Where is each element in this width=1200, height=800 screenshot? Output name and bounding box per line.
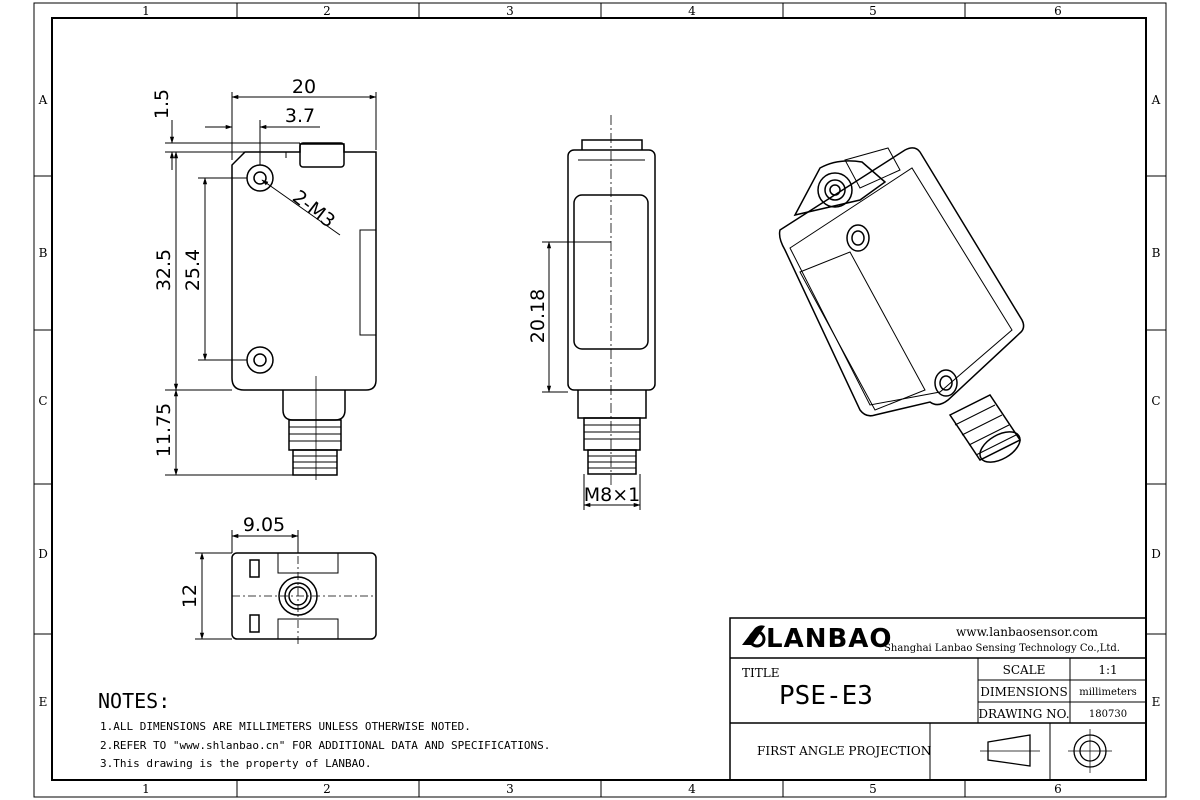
grid-col-top-5: 5 xyxy=(869,4,877,18)
sheet-frame xyxy=(33,2,1167,798)
grid-row-left-d: D xyxy=(38,547,48,561)
dim-thread-hole: 2-M3 xyxy=(288,186,339,233)
isometric-view xyxy=(778,147,1025,463)
drawing-number-label: DRAWING NO. xyxy=(978,707,1069,721)
grid-col-top-3: 3 xyxy=(506,4,514,18)
dim-connector-length: 11.75 xyxy=(153,403,175,457)
dim-window-height: 20.18 xyxy=(527,289,549,343)
dimensions-value: millimeters xyxy=(1079,687,1137,698)
dim-height-32-5: 32.5 xyxy=(153,249,175,291)
grid-col-bottom-4: 4 xyxy=(688,782,696,796)
grid-col-bottom-5: 5 xyxy=(869,782,877,796)
grid-col-bottom-3: 3 xyxy=(506,782,514,796)
side-view-dimensions xyxy=(542,241,641,510)
dim-hole-pitch: 25.4 xyxy=(182,249,204,291)
note-3: 3.This drawing is the property of LANBAO… xyxy=(100,757,372,770)
drawing-number-value: 180730 xyxy=(1089,709,1127,720)
note-2: 2.REFER TO "www.shlanbao.cn" FOR ADDITIO… xyxy=(100,739,550,752)
company-logo-text: LANBAO xyxy=(766,624,893,654)
company-name: Shanghai Lanbao Sensing Technology Co.,L… xyxy=(884,643,1120,654)
grid-col-top-1: 1 xyxy=(142,4,150,18)
bottom-view xyxy=(231,540,377,645)
grid-row-right-e: E xyxy=(1152,695,1161,709)
grid-col-top-4: 4 xyxy=(688,4,696,18)
title-label: TITLE xyxy=(742,666,779,680)
grid-row-left-e: E xyxy=(39,695,48,709)
lanbao-logo: LANBAO xyxy=(742,624,893,654)
drawing-title: PSE-E3 xyxy=(779,681,873,711)
dimensions-label: DIMENSIONS xyxy=(980,685,1067,699)
dim-width-total: 20 xyxy=(292,76,316,98)
dim-bottom-width: 9.05 xyxy=(243,514,285,536)
scale-label: SCALE xyxy=(1003,663,1046,677)
grid-row-right-c: C xyxy=(1151,394,1160,408)
grid-col-bottom-1: 1 xyxy=(142,782,150,796)
dim-thread-size: M8×1 xyxy=(584,484,641,506)
grid-row-left-c: C xyxy=(38,394,47,408)
front-view-dimensions xyxy=(165,92,377,476)
first-angle-projection-icon xyxy=(980,729,1112,773)
bottom-view-dimensions xyxy=(195,530,299,640)
grid-row-right-b: B xyxy=(1152,246,1161,260)
logo-mark-icon xyxy=(742,625,765,645)
grid-col-bottom-6: 6 xyxy=(1054,782,1062,796)
dim-offset-3-7: 3.7 xyxy=(285,105,315,127)
grid-row-right-a: A xyxy=(1151,93,1161,107)
grid-labels: 1 2 3 4 5 6 1 2 3 4 5 6 A B C D E A B C … xyxy=(38,4,1161,796)
title-block xyxy=(729,617,1147,781)
grid-row-left-a: A xyxy=(38,93,48,107)
grid-col-bottom-2: 2 xyxy=(323,782,331,796)
projection-label: FIRST ANGLE PROJECTION xyxy=(757,744,931,758)
dim-bottom-depth: 12 xyxy=(179,584,201,608)
dim-offset-1-5: 1.5 xyxy=(151,89,173,119)
grid-row-left-b: B xyxy=(39,246,48,260)
notes-heading: NOTES: xyxy=(98,689,170,713)
side-view xyxy=(567,115,656,485)
note-1: 1.ALL DIMENSIONS ARE MILLIMETERS UNLESS … xyxy=(100,720,471,733)
company-website: www.lanbaosensor.com xyxy=(956,625,1099,639)
grid-col-top-2: 2 xyxy=(323,4,331,18)
grid-col-top-6: 6 xyxy=(1054,4,1062,18)
scale-value: 1:1 xyxy=(1098,663,1117,677)
grid-row-right-d: D xyxy=(1151,547,1161,561)
